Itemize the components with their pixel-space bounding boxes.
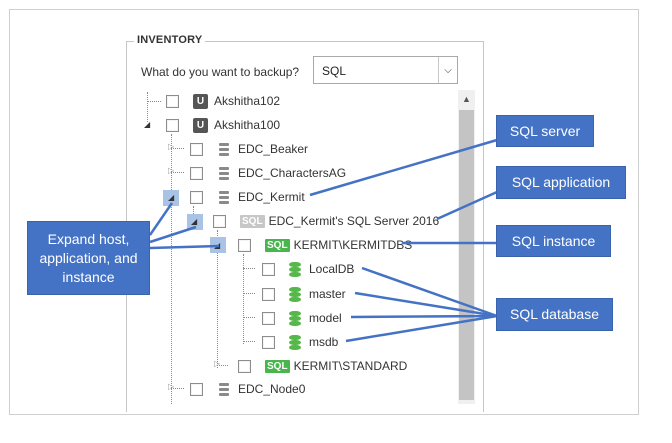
- callout-sql-application: SQL application: [496, 166, 626, 199]
- expander-highlight: [187, 214, 203, 230]
- row-checkbox[interactable]: [190, 190, 203, 204]
- database-icon: [289, 310, 301, 326]
- collapsed-toggle[interactable]: ▷: [168, 142, 175, 151]
- tree-row-server[interactable]: EDC_Node0: [190, 379, 305, 399]
- chevron-down-icon[interactable]: ⌵: [438, 57, 457, 83]
- row-checkbox[interactable]: [190, 166, 203, 180]
- collapsed-toggle[interactable]: ▷: [214, 359, 221, 368]
- row-checkbox[interactable]: [190, 382, 203, 396]
- backup-type-select[interactable]: SQL ⌵: [313, 56, 458, 84]
- server-label: EDC_Kermit: [238, 190, 305, 204]
- row-checkbox[interactable]: [262, 262, 275, 276]
- tree-row-database[interactable]: msdb: [262, 332, 338, 352]
- row-checkbox[interactable]: [166, 118, 179, 132]
- database-label: model: [309, 311, 342, 325]
- server-icon: [217, 142, 231, 157]
- backup-question: What do you want to backup?: [141, 65, 300, 79]
- server-icon: [217, 166, 231, 181]
- server-label: EDC_CharactersAG: [238, 166, 347, 180]
- annotation-line: [149, 244, 220, 250]
- tree-row-instance[interactable]: SQL KERMIT\KERMITDBS: [238, 235, 412, 255]
- tree-row-database[interactable]: LocalDB: [262, 259, 354, 279]
- tree-connector: [171, 388, 184, 389]
- callout-sql-instance: SQL instance: [496, 225, 611, 257]
- annotation-line: [436, 190, 498, 221]
- collapsed-toggle[interactable]: ▷: [168, 166, 175, 175]
- tree-connector: [147, 101, 161, 102]
- tree-row-instance[interactable]: SQL KERMIT\STANDARD: [238, 356, 407, 376]
- instance-label: KERMIT\KERMITDBS: [293, 238, 413, 252]
- inventory-legend: INVENTORY: [134, 34, 206, 46]
- tree-row-server[interactable]: EDC_Kermit: [190, 187, 305, 207]
- tree-scrollbar-thumb[interactable]: [459, 110, 474, 400]
- tree-row-server[interactable]: EDC_Beaker: [190, 139, 308, 159]
- tree-connector: [243, 341, 255, 342]
- tree-connector: [243, 268, 255, 269]
- tree-connector: [147, 92, 148, 122]
- tree-connector: [217, 230, 218, 368]
- annotation-line: [345, 314, 498, 343]
- host-icon: U: [193, 93, 208, 109]
- tree-row-server[interactable]: EDC_CharactersAG: [190, 163, 346, 183]
- tree-connector: [243, 293, 255, 294]
- annotation-line: [148, 202, 174, 236]
- tree-connector: [193, 206, 194, 216]
- database-label: master: [309, 287, 346, 301]
- database-icon: [289, 334, 301, 350]
- database-icon: [289, 286, 301, 302]
- scroll-up-arrow-icon[interactable]: ▲: [462, 94, 471, 104]
- row-checkbox[interactable]: [190, 142, 203, 156]
- expander-highlight: [163, 190, 179, 206]
- annotation-line: [361, 266, 498, 318]
- server-icon: [217, 382, 231, 397]
- expand-toggle-host[interactable]: ◢: [144, 120, 151, 129]
- collapsed-toggle[interactable]: ▷: [168, 382, 175, 391]
- row-checkbox[interactable]: [238, 238, 251, 252]
- row-checkbox[interactable]: [262, 311, 275, 325]
- tree-connector: [171, 172, 184, 173]
- host-label: Akshitha100: [214, 118, 281, 132]
- tree-connector: [243, 317, 255, 318]
- expand-toggle-application[interactable]: ◢: [191, 217, 198, 226]
- row-checkbox[interactable]: [262, 287, 275, 301]
- host-label: Akshitha102: [214, 94, 281, 108]
- host-icon: U: [193, 117, 208, 133]
- tree-connector: [171, 134, 172, 404]
- tree-connector: [171, 148, 184, 149]
- backup-type-value: SQL: [322, 64, 347, 78]
- tree-row-application[interactable]: SQL EDC_Kermit's SQL Server 2016: [213, 211, 439, 231]
- sql-instance-icon: SQL: [265, 359, 290, 373]
- application-label: EDC_Kermit's SQL Server 2016: [268, 214, 440, 228]
- tree-connector: [243, 254, 244, 344]
- database-label: LocalDB: [309, 262, 355, 276]
- callout-expand: Expand host, application, and instance: [27, 221, 150, 295]
- sql-app-icon: SQL: [240, 214, 265, 228]
- annotation-line: [354, 291, 498, 318]
- tree-connector: [217, 365, 228, 366]
- instance-label: KERMIT\STANDARD: [293, 359, 408, 373]
- row-checkbox[interactable]: [166, 94, 179, 108]
- row-checkbox[interactable]: [262, 335, 275, 349]
- tree-row-host[interactable]: U Akshitha102: [166, 91, 280, 111]
- annotation-line: [149, 225, 197, 244]
- tree-row-host[interactable]: U Akshitha100: [166, 115, 280, 135]
- sql-instance-icon: SQL: [265, 238, 290, 252]
- database-icon: [289, 261, 301, 277]
- annotation-line: [309, 138, 498, 197]
- server-icon: [217, 190, 231, 205]
- database-label: msdb: [309, 335, 339, 349]
- callout-sql-database: SQL database: [496, 298, 613, 331]
- annotation-line: [350, 314, 498, 319]
- callout-sql-server: SQL server: [496, 115, 594, 147]
- tree-row-database[interactable]: master: [262, 284, 346, 304]
- row-checkbox[interactable]: [213, 214, 226, 228]
- server-label: EDC_Beaker: [238, 142, 309, 156]
- row-checkbox[interactable]: [238, 359, 251, 373]
- tree-row-database[interactable]: model: [262, 308, 342, 328]
- server-label: EDC_Node0: [238, 382, 306, 396]
- expand-toggle-server[interactable]: ◢: [168, 193, 175, 202]
